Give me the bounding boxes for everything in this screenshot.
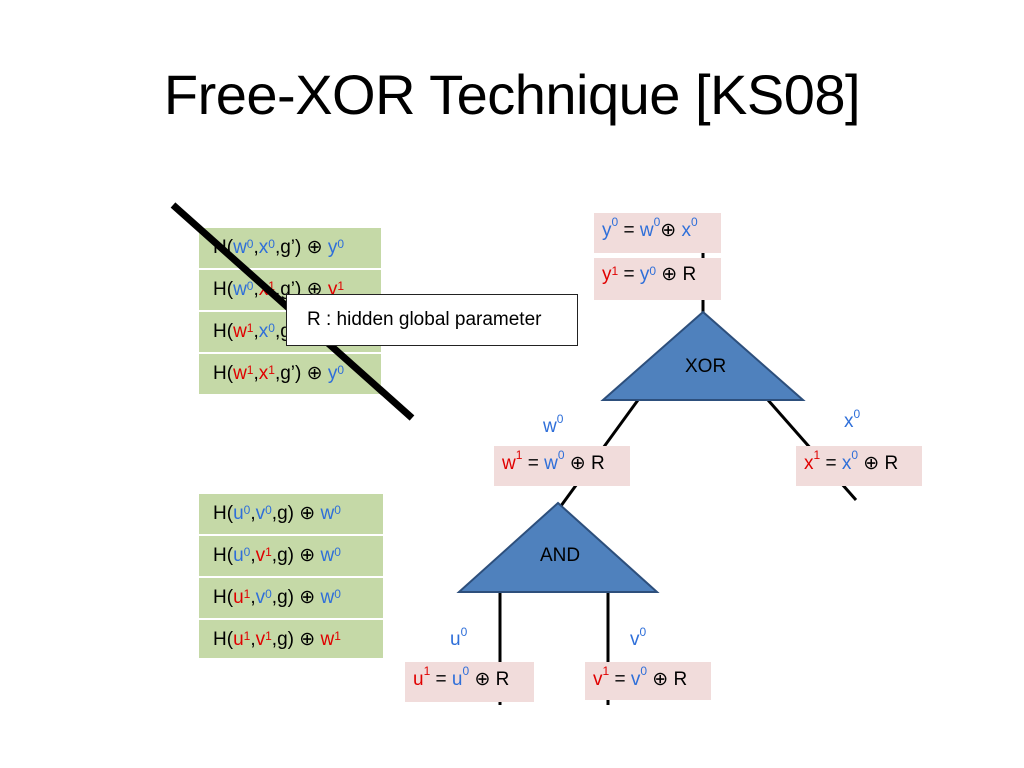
xor-table-row-1: H(w0,x0,g’) ⊕ y0 [198,227,382,269]
and-table-row-1: H(u0,v0,g) ⊕ w0 [198,493,384,535]
equation-v1: v1 = v0 ⊕ R [585,662,711,700]
equation-u1: u1 = u0 ⊕ R [405,662,534,702]
and-table-row-4: H(u1,v1,g) ⊕ w1 [198,619,384,659]
equation-y0: y0 = w0⊕ x0 [594,213,721,253]
equation-x1: x1 = x0 ⊕ R [796,446,922,486]
and-table-row-3: H(u1,v0,g) ⊕ w0 [198,577,384,619]
equation-w1: w1 = w0 ⊕ R [494,446,630,486]
slide-title: Free-XOR Technique [KS08] [163,63,861,126]
and-table-row-2: H(u0,v1,g) ⊕ w0 [198,535,384,577]
wire-label-v0: v0 [630,625,647,650]
wire-label-x0: x0 [844,407,861,432]
hidden-global-parameter-callout: R : hidden global parameter [286,294,578,346]
wire-label-w0: w0 [543,412,564,437]
wire-label-u0: u0 [450,625,468,650]
xor-gate-triangle [600,310,806,401]
and-gate-triangle [456,501,660,593]
and-gate-label: AND [540,545,581,566]
xor-gate-label: XOR [685,356,727,377]
equation-y1: y1 = y0 ⊕ R [594,258,721,300]
